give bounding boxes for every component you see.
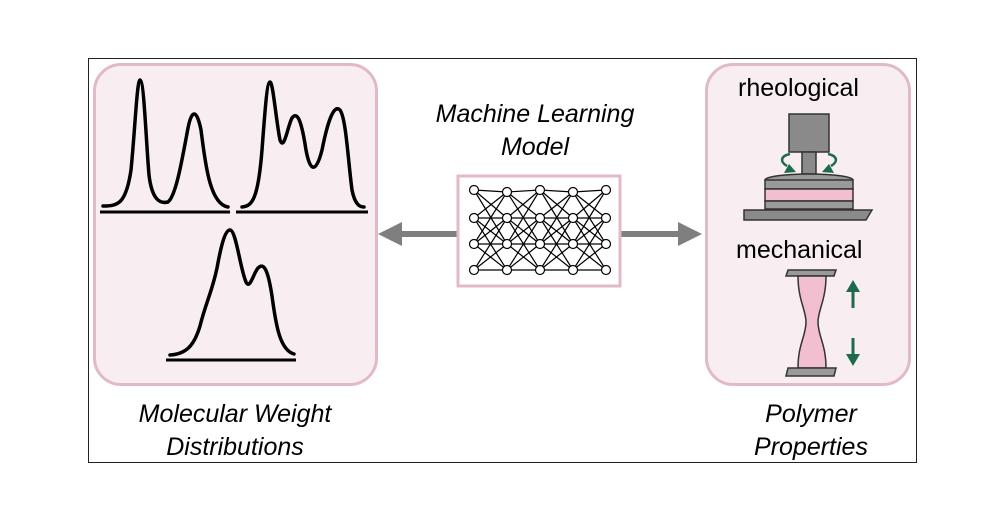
rheological-label: rheological [738,74,859,102]
properties-label-line2: Properties [754,433,868,461]
mwd-label-line1: Molecular Weight [138,400,332,428]
arrow-to-properties [620,222,702,246]
trimodal-distribution-curve [236,80,368,214]
mwd-label: Molecular Weight Distributions [100,398,370,464]
ml-model-label-line2: Model [500,133,570,161]
bimodal-distribution-curve [100,78,230,214]
properties-label: Polymer Properties [706,398,916,464]
broad-distribution-curve [166,228,296,362]
tensile-specimen-icon [784,269,860,377]
properties-label-line1: Polymer [765,400,857,428]
ml-model-label: Machine Learning Model [405,98,665,164]
rheometer-icon [743,113,874,221]
mwd-label-line2: Distributions [166,433,304,461]
arrow-to-distributions [378,222,458,246]
ml-model-label-line1: Machine Learning [435,100,635,128]
mechanical-label: mechanical [736,236,863,264]
neural-network-icon [456,174,622,288]
